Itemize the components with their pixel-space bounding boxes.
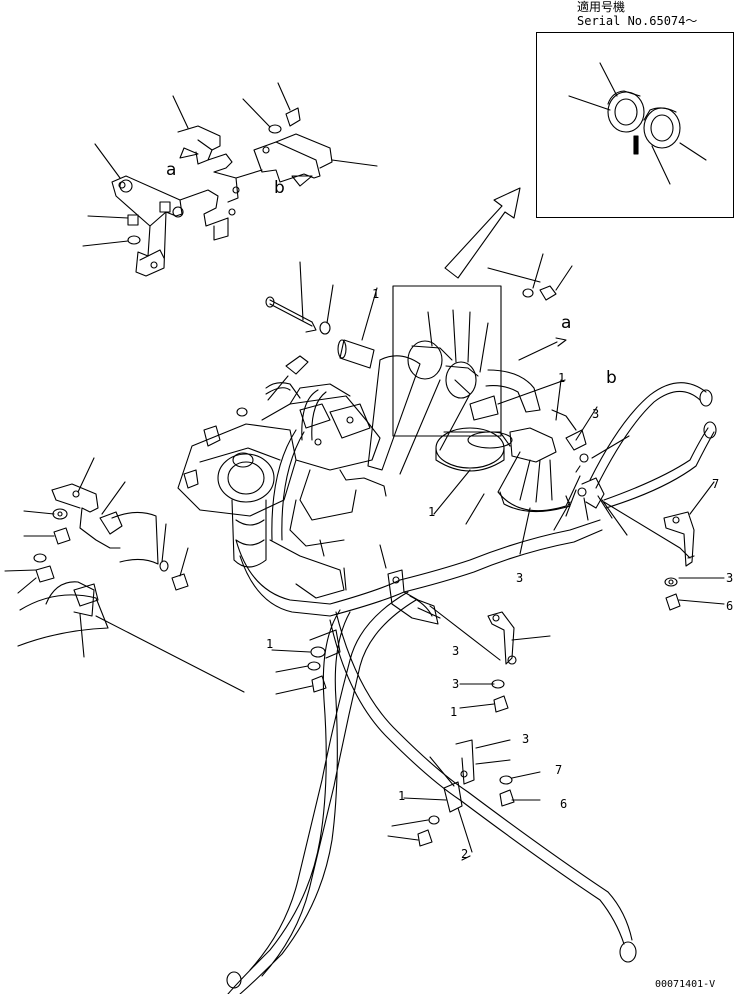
callout-number: 2 bbox=[461, 847, 469, 861]
detail-arrow bbox=[445, 188, 520, 278]
hose-end-fitting bbox=[620, 942, 636, 962]
callout-number: 3 bbox=[522, 732, 530, 746]
harness-clamps bbox=[272, 545, 550, 860]
valve-assembly bbox=[178, 356, 386, 598]
tubes-and-boots bbox=[368, 356, 629, 554]
detail-letter-a-main: a bbox=[561, 313, 572, 333]
callout-number: 1 bbox=[372, 287, 380, 301]
left-mount bbox=[5, 458, 244, 692]
callout-number: 1 bbox=[450, 705, 458, 719]
applicability-label: 適用号機 bbox=[577, 0, 626, 14]
callout-number: 3 bbox=[726, 571, 734, 585]
hose-upper-right bbox=[590, 383, 714, 508]
drawing-id: 00071401-V bbox=[655, 979, 716, 990]
inset-clamp-rings bbox=[569, 63, 706, 184]
callout-number: 6 bbox=[726, 599, 734, 613]
callout-number: 1 bbox=[558, 371, 566, 385]
callout-number: 3 bbox=[592, 407, 600, 421]
callout-number: 3 bbox=[452, 644, 460, 658]
upper-brackets bbox=[83, 83, 377, 276]
callout-number: 3 bbox=[452, 677, 460, 691]
detail-letter-b-upper: b bbox=[274, 178, 285, 198]
hose-lower-harness bbox=[228, 592, 632, 994]
callout-number: 1 bbox=[398, 789, 406, 803]
hose-end-fitting-left bbox=[227, 972, 241, 988]
detail-letter-a-upper: a bbox=[166, 160, 177, 180]
callout-number: 7 bbox=[555, 763, 563, 777]
callout-number: 1 bbox=[266, 637, 274, 651]
inset-detail-box bbox=[536, 32, 734, 218]
callout-number: 3 bbox=[516, 571, 524, 585]
hose-main-upper bbox=[236, 390, 602, 616]
right-bracket bbox=[604, 482, 724, 610]
serial-number-label: Serial No.65074～ bbox=[577, 14, 698, 28]
detail-letter-b-main: b bbox=[606, 368, 617, 388]
bolt-spacer-row bbox=[266, 254, 572, 436]
tube-clamps bbox=[408, 310, 566, 420]
callout-number: 7 bbox=[712, 477, 720, 491]
callout-number: 1 bbox=[428, 505, 436, 519]
callout-number: 6 bbox=[560, 797, 568, 811]
